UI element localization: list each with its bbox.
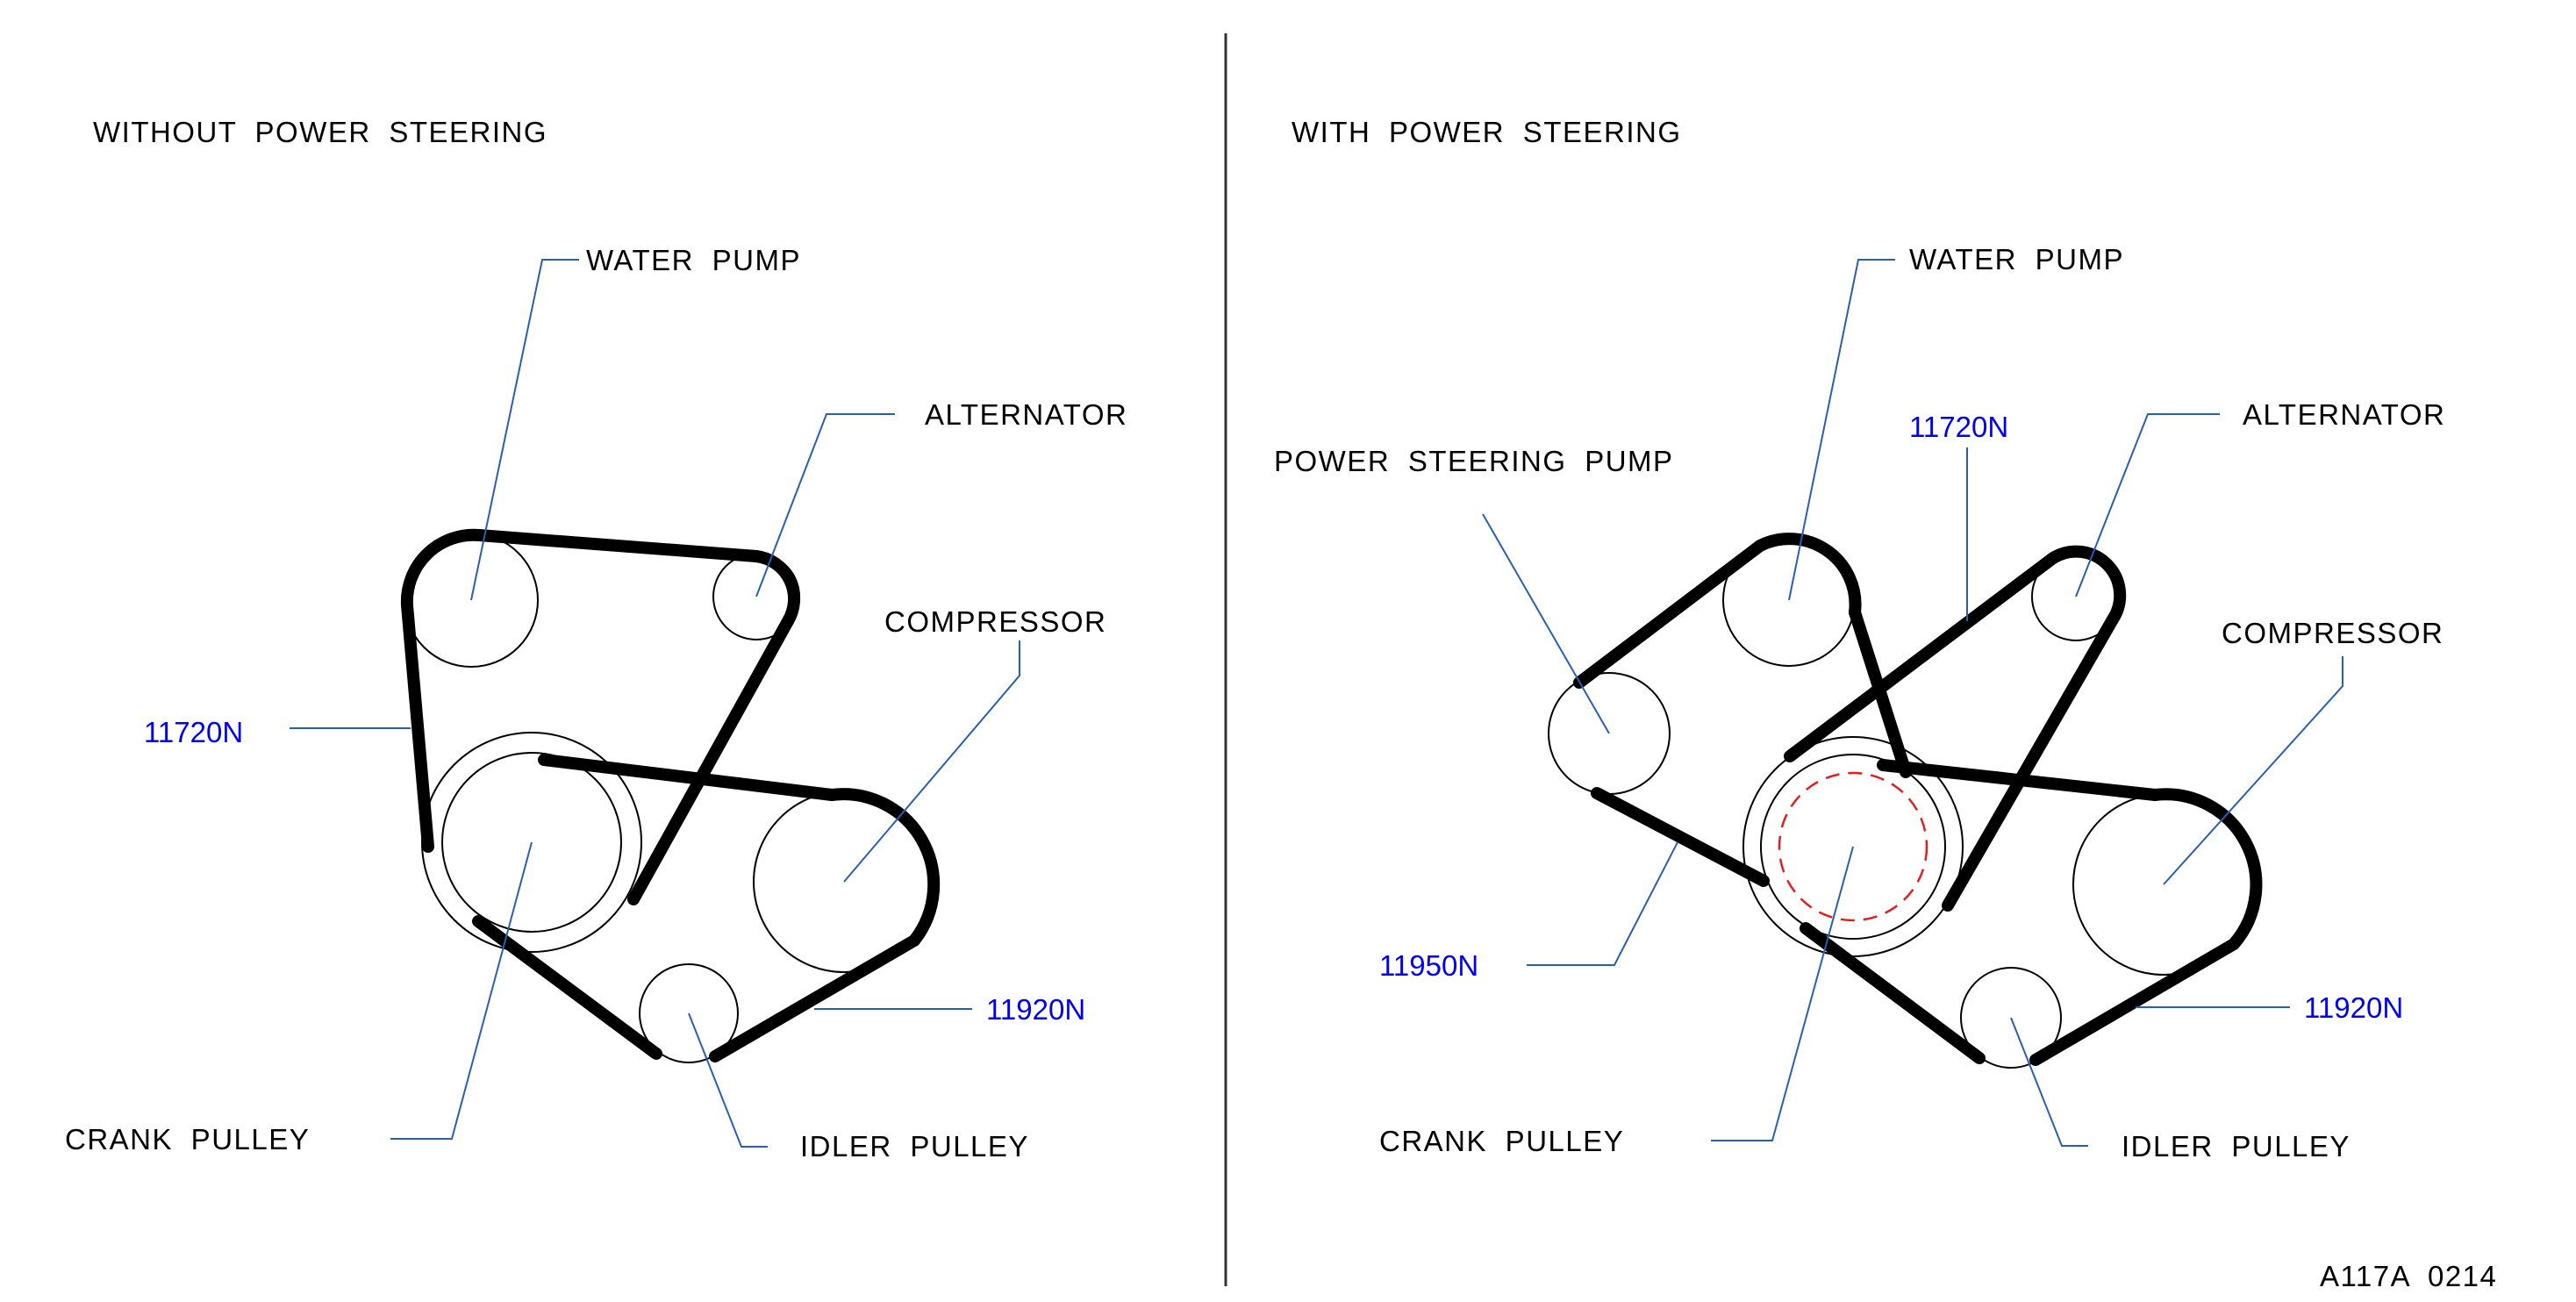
right-belt-code-11950n: 11950N: [1379, 949, 1478, 982]
left-panel: WITHOUT POWER STEERING: [65, 116, 1127, 1162]
right-water-pump-label: WATER PUMP: [1909, 243, 2124, 275]
left-heading: WITHOUT POWER STEERING: [93, 116, 547, 148]
left-belt-11720n: [400, 528, 801, 905]
right-crank-pulley-label: CRANK PULLEY: [1379, 1125, 1624, 1157]
right-belt-code-11720n: 11720N: [1909, 411, 2008, 443]
right-idler-pulley-label: IDLER PULLEY: [2122, 1130, 2351, 1162]
left-leader-lines: [290, 259, 1020, 1148]
right-compressor-label: COMPRESSOR: [2222, 617, 2444, 649]
right-leader-lines: [1482, 259, 2343, 1147]
right-belt-code-11920n: 11920N: [2304, 991, 2403, 1024]
left-water-pump-label: WATER PUMP: [586, 244, 801, 276]
figure-code: A117A 0214: [2320, 1260, 2497, 1292]
left-compressor-label: COMPRESSOR: [884, 605, 1106, 638]
right-belt-11720n: [1784, 545, 2127, 912]
left-belt-code-11720n: 11720N: [144, 716, 243, 748]
right-crank-damper-dashed: [1778, 771, 1928, 922]
right-alternator-label: ALTERNATOR: [2243, 398, 2445, 431]
left-belt-11920n: [472, 754, 941, 1062]
left-idler-pulley-label: IDLER PULLEY: [800, 1130, 1029, 1162]
left-alternator-label: ALTERNATOR: [925, 398, 1127, 431]
right-heading: WITH POWER STEERING: [1292, 116, 1682, 148]
right-power-steering-pump-label: POWER STEERING PUMP: [1274, 445, 1674, 477]
right-panel: WITH POWER STEERING: [1274, 116, 2445, 1162]
right-belt-11920n: [1800, 759, 2263, 1066]
left-belt-code-11920n: 11920N: [986, 993, 1085, 1026]
left-crank-pulley-label: CRANK PULLEY: [65, 1123, 310, 1155]
